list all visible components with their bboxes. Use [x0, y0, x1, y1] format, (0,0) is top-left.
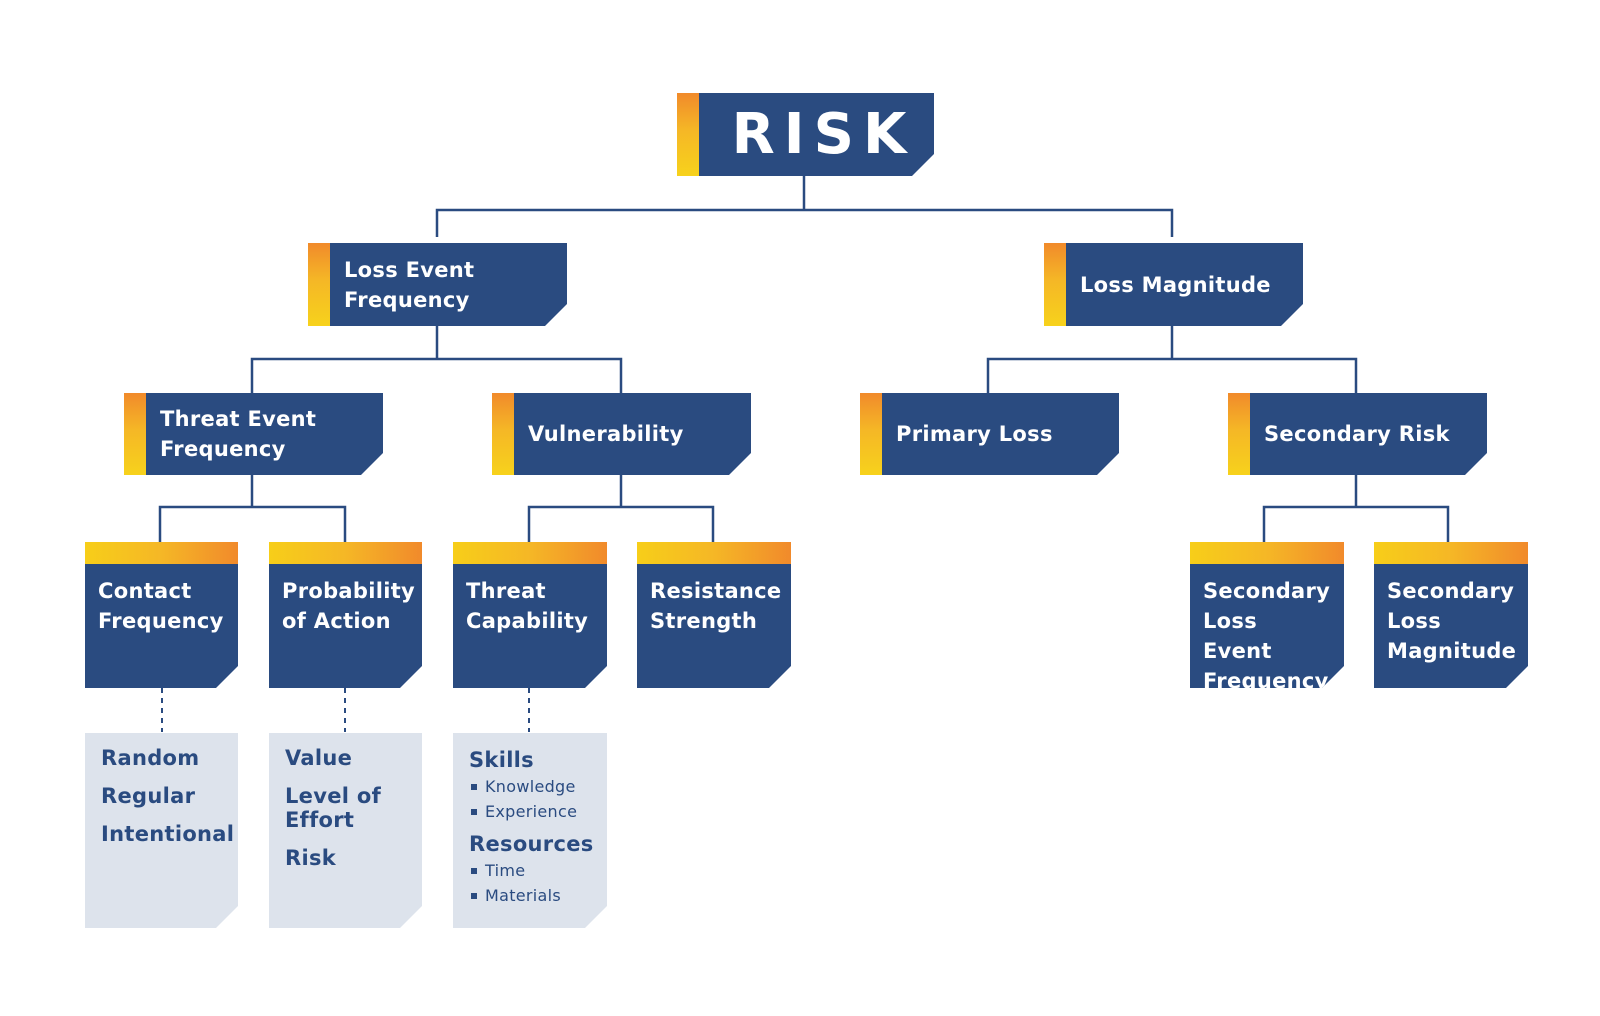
secondary-loss-magnitude-label: Secondary Loss Magnitude: [1387, 579, 1517, 663]
detail-item: Regular: [101, 784, 196, 808]
threat-event-frequency-node: Threat Event Frequency: [124, 393, 383, 475]
threat-capability-label: Threat Capability: [466, 579, 589, 633]
accent-bar: [308, 243, 330, 326]
connector-vuln-children: [527, 505, 715, 542]
sub-item-label: Materials: [485, 886, 562, 905]
loss-magnitude-label: Loss Magnitude: [1080, 272, 1271, 297]
secondary-risk-node: Secondary Risk: [1228, 393, 1487, 475]
group-title: Skills: [469, 748, 534, 772]
primary-loss-label: Primary Loss: [896, 422, 1053, 446]
secondary-loss-event-frequency-label: Secondary Loss Event Frequency: [1203, 579, 1331, 693]
resistance-strength-node: Resistance Strength: [637, 542, 791, 688]
accent-bar: [677, 93, 699, 176]
vulnerability-node: Vulnerability: [492, 393, 751, 475]
sub-item: Knowledge: [469, 774, 599, 799]
risk-label: RISK: [731, 102, 916, 167]
sub-item: Experience: [469, 799, 599, 824]
sub-item-label: Time: [485, 861, 526, 880]
detail-item: Level of Effort: [285, 784, 382, 832]
accent-bar: [1044, 243, 1066, 326]
accent-bar: [453, 542, 607, 564]
loss-event-frequency-node: Loss Event Frequency: [308, 243, 567, 326]
accent-bar: [492, 393, 514, 475]
accent-bar: [124, 393, 146, 475]
threat-event-frequency-label: Threat Event Frequency: [160, 407, 317, 461]
risk-node: RISK: [677, 93, 934, 176]
secondary-loss-magnitude-node: Secondary Loss Magnitude: [1374, 542, 1528, 688]
accent-bar: [1190, 542, 1344, 564]
threat-capability-node: Threat Capability: [453, 542, 607, 688]
detail-item: Risk: [285, 846, 337, 870]
connector-lm-children: [986, 357, 1358, 393]
accent-bar: [1228, 393, 1250, 475]
resistance-strength-label: Resistance Strength: [650, 579, 782, 633]
probability-of-action-node: Probability of Action: [269, 542, 422, 688]
sub-item-label: Knowledge: [485, 777, 576, 796]
contact-frequency-node: Contact Frequency: [85, 542, 238, 688]
accent-bar: [860, 393, 882, 475]
probability-of-action-detail-card: Value Level of Effort Risk: [269, 733, 422, 928]
bullet-icon: [471, 868, 477, 874]
connector-sr-children: [1262, 505, 1450, 542]
sub-item: Time: [469, 858, 599, 883]
contact-frequency-label: Contact Frequency: [98, 579, 224, 633]
connector-tef-children: [158, 505, 347, 542]
primary-loss-node: Primary Loss: [860, 393, 1119, 475]
threat-capability-detail-card: Skills Knowledge Experience Resources Ti…: [453, 733, 607, 928]
sub-item-label: Experience: [485, 802, 578, 821]
contact-frequency-detail-card: Random Regular Intentional: [85, 733, 238, 928]
group-title: Resources: [469, 832, 594, 856]
sub-item: Materials: [469, 883, 599, 908]
secondary-risk-label: Secondary Risk: [1264, 422, 1450, 446]
resources-group: Resources Time Materials: [469, 830, 599, 908]
bullet-icon: [471, 893, 477, 899]
accent-bar: [637, 542, 791, 564]
detail-item: Value: [285, 746, 353, 770]
connector-lef-children: [250, 357, 623, 393]
detail-item: Random: [101, 746, 200, 770]
accent-bar: [85, 542, 238, 564]
bullet-icon: [471, 784, 477, 790]
secondary-loss-event-frequency-node: Secondary Loss Event Frequency: [1190, 542, 1344, 688]
connector-risk-children: [435, 208, 1174, 237]
probability-of-action-label: Probability of Action: [282, 579, 416, 633]
vulnerability-label: Vulnerability: [528, 422, 684, 446]
bullet-icon: [471, 809, 477, 815]
accent-bar: [269, 542, 422, 564]
loss-event-frequency-label: Loss Event Frequency: [344, 257, 475, 312]
skills-group: Skills Knowledge Experience: [469, 746, 599, 824]
loss-magnitude-node: Loss Magnitude: [1044, 243, 1303, 326]
detail-item: Intentional: [101, 822, 235, 846]
accent-bar: [1374, 542, 1528, 564]
